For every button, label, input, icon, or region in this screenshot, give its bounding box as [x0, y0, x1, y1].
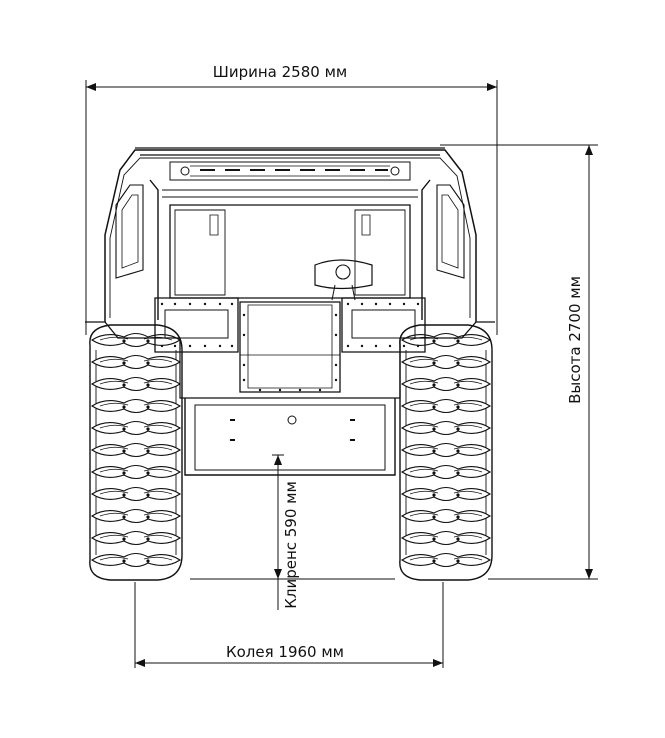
cab-body — [85, 147, 495, 476]
track-label: Колея 1960 мм — [226, 643, 344, 661]
width-dimension: Ширина 2580 мм — [85, 63, 498, 335]
clearance-dimension: Клиренс 590 мм — [272, 454, 300, 610]
track-dimension: Колея 1960 мм — [134, 582, 444, 668]
rivets — [160, 302, 420, 392]
height-dimension: Высота 2700 мм — [440, 144, 598, 580]
height-label: Высота 2700 мм — [566, 276, 584, 404]
right-wheel — [399, 324, 493, 581]
width-label: Ширина 2580 мм — [213, 63, 347, 81]
left-wheel — [89, 324, 183, 581]
clearance-label: Клиренс 590 мм — [282, 481, 300, 609]
